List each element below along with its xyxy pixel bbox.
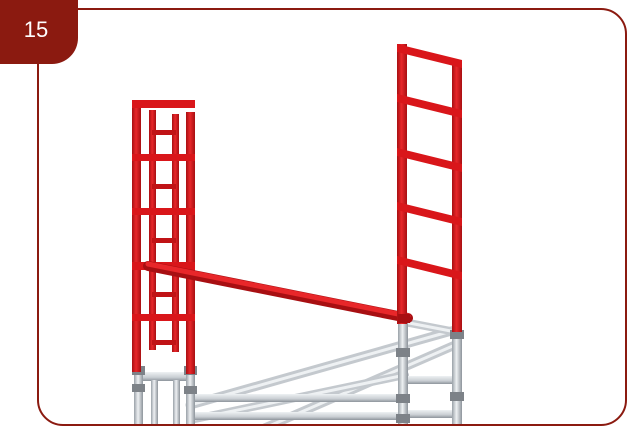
step-number-badge: 15 bbox=[0, 0, 78, 64]
left-red-frame bbox=[132, 100, 195, 374]
right-red-frame bbox=[397, 44, 462, 332]
lower-frame bbox=[132, 320, 464, 432]
